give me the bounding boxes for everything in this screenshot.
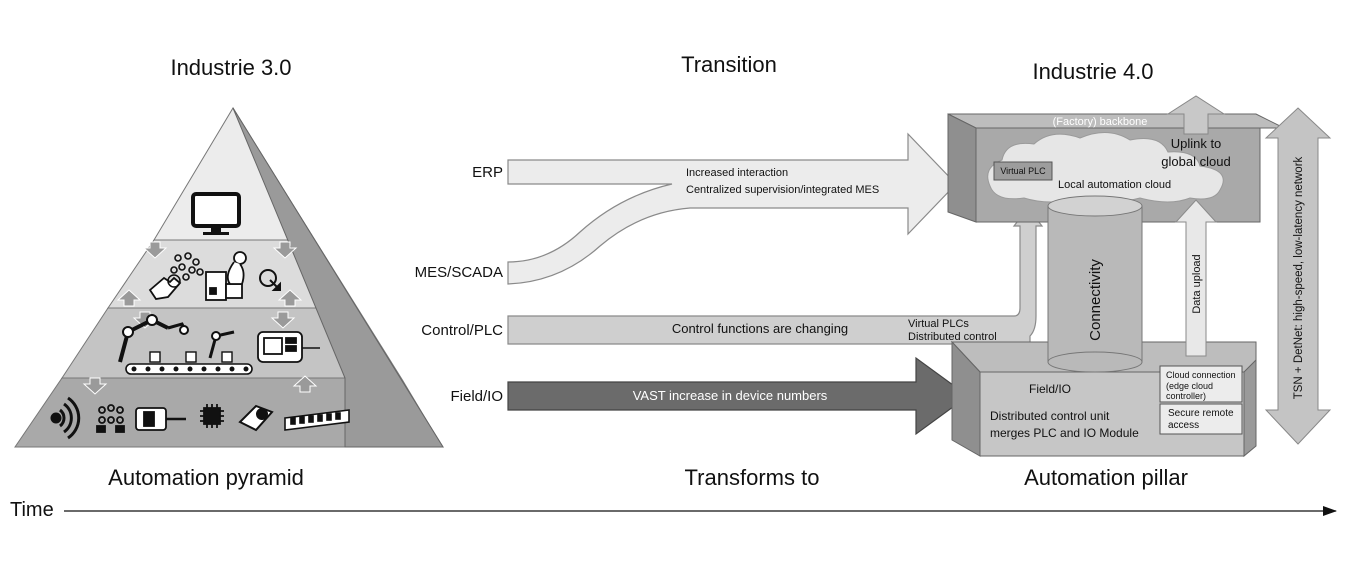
- virtual-plc-label: Virtual PLC: [1000, 166, 1046, 176]
- hand-touch-icon: [148, 274, 182, 300]
- control-note-1: Virtual PLCs: [908, 318, 969, 330]
- conveyor-icon: [125, 351, 253, 375]
- cloud-connection-box: [1159, 365, 1243, 403]
- field-arrow-text: VAST increase in device numbers: [633, 388, 828, 403]
- dcu-text-1: Distributed control unit: [990, 409, 1110, 423]
- footer-transforms-to: Transforms to: [685, 465, 820, 490]
- motor-icon: [238, 404, 274, 432]
- usb-device-icon: [135, 407, 186, 431]
- local-cloud-label: Local automation cloud: [1058, 179, 1171, 191]
- erp-arrow-text-2: Centralized supervision/integrated MES: [686, 184, 879, 196]
- tsn-double-arrow: [1264, 107, 1332, 445]
- secure-text-2: access: [1168, 420, 1199, 431]
- uplink-arrow: [1166, 95, 1226, 135]
- level-mes-label: MES/SCADA: [415, 264, 503, 281]
- header-industrie-3: Industrie 3.0: [170, 55, 291, 80]
- virtual-plc-box: [993, 161, 1053, 181]
- terminal-block-icon: [284, 409, 350, 431]
- network-nodes-icon: [170, 252, 204, 281]
- level-erp-label: ERP: [472, 164, 503, 181]
- worker-machine-icon: [205, 251, 247, 301]
- tsn-label: TSN + DetNet: high-speed, low-latency ne…: [1293, 156, 1305, 399]
- monitor-icon: [191, 192, 241, 235]
- footer-automation-pillar: Automation pillar: [1024, 465, 1188, 490]
- cloud-conn-text-1: Cloud connection: [1166, 370, 1236, 380]
- automation-pillar: (Factory) backbone Uplink to global clou…: [947, 95, 1285, 458]
- control-panel-icon: [257, 331, 320, 363]
- uplink-text-2: global cloud: [1161, 154, 1230, 169]
- backbone-label: (Factory) backbone: [1053, 116, 1148, 128]
- automation-pyramid: [14, 106, 444, 448]
- chip-icon: [200, 404, 224, 428]
- footer-automation-pyramid: Automation pyramid: [108, 465, 304, 490]
- field-arrow: [507, 356, 970, 436]
- cloud-conn-text-3: controller): [1166, 391, 1206, 401]
- pyramid-tier-field: [14, 377, 346, 448]
- header-transition: Transition: [681, 52, 777, 77]
- robot-arm-icon: [118, 314, 235, 363]
- header-industrie-4: Industrie 4.0: [1032, 59, 1153, 84]
- connectivity-label: Connectivity: [1087, 259, 1104, 341]
- click-target-icon: [259, 269, 281, 291]
- level-control-label: Control/PLC: [421, 322, 503, 339]
- wireless-icon: [50, 396, 81, 440]
- secure-access-box: [1159, 403, 1243, 435]
- cloud-conn-text-2: (edge cloud: [1166, 381, 1213, 391]
- level-field-label: Field/IO: [450, 388, 503, 405]
- erp-mes-arrow: [507, 132, 957, 285]
- control-arrow-text: Control functions are changing: [672, 321, 848, 336]
- data-upload-label: Data upload: [1191, 254, 1203, 313]
- data-upload-arrow: [1174, 199, 1218, 357]
- sensor-cluster-icon: [96, 404, 125, 433]
- control-note-2: Distributed control: [908, 331, 997, 343]
- field-io-label: Field/IO: [1029, 382, 1071, 396]
- dcu-text-2: merges PLC and IO Module: [990, 426, 1139, 440]
- connectivity-cylinder: [1047, 195, 1143, 373]
- uplink-text-1: Uplink to: [1171, 136, 1222, 151]
- time-label: Time: [10, 499, 54, 521]
- erp-arrow-text-1: Increased interaction: [686, 167, 788, 179]
- secure-text-1: Secure remote: [1168, 408, 1234, 419]
